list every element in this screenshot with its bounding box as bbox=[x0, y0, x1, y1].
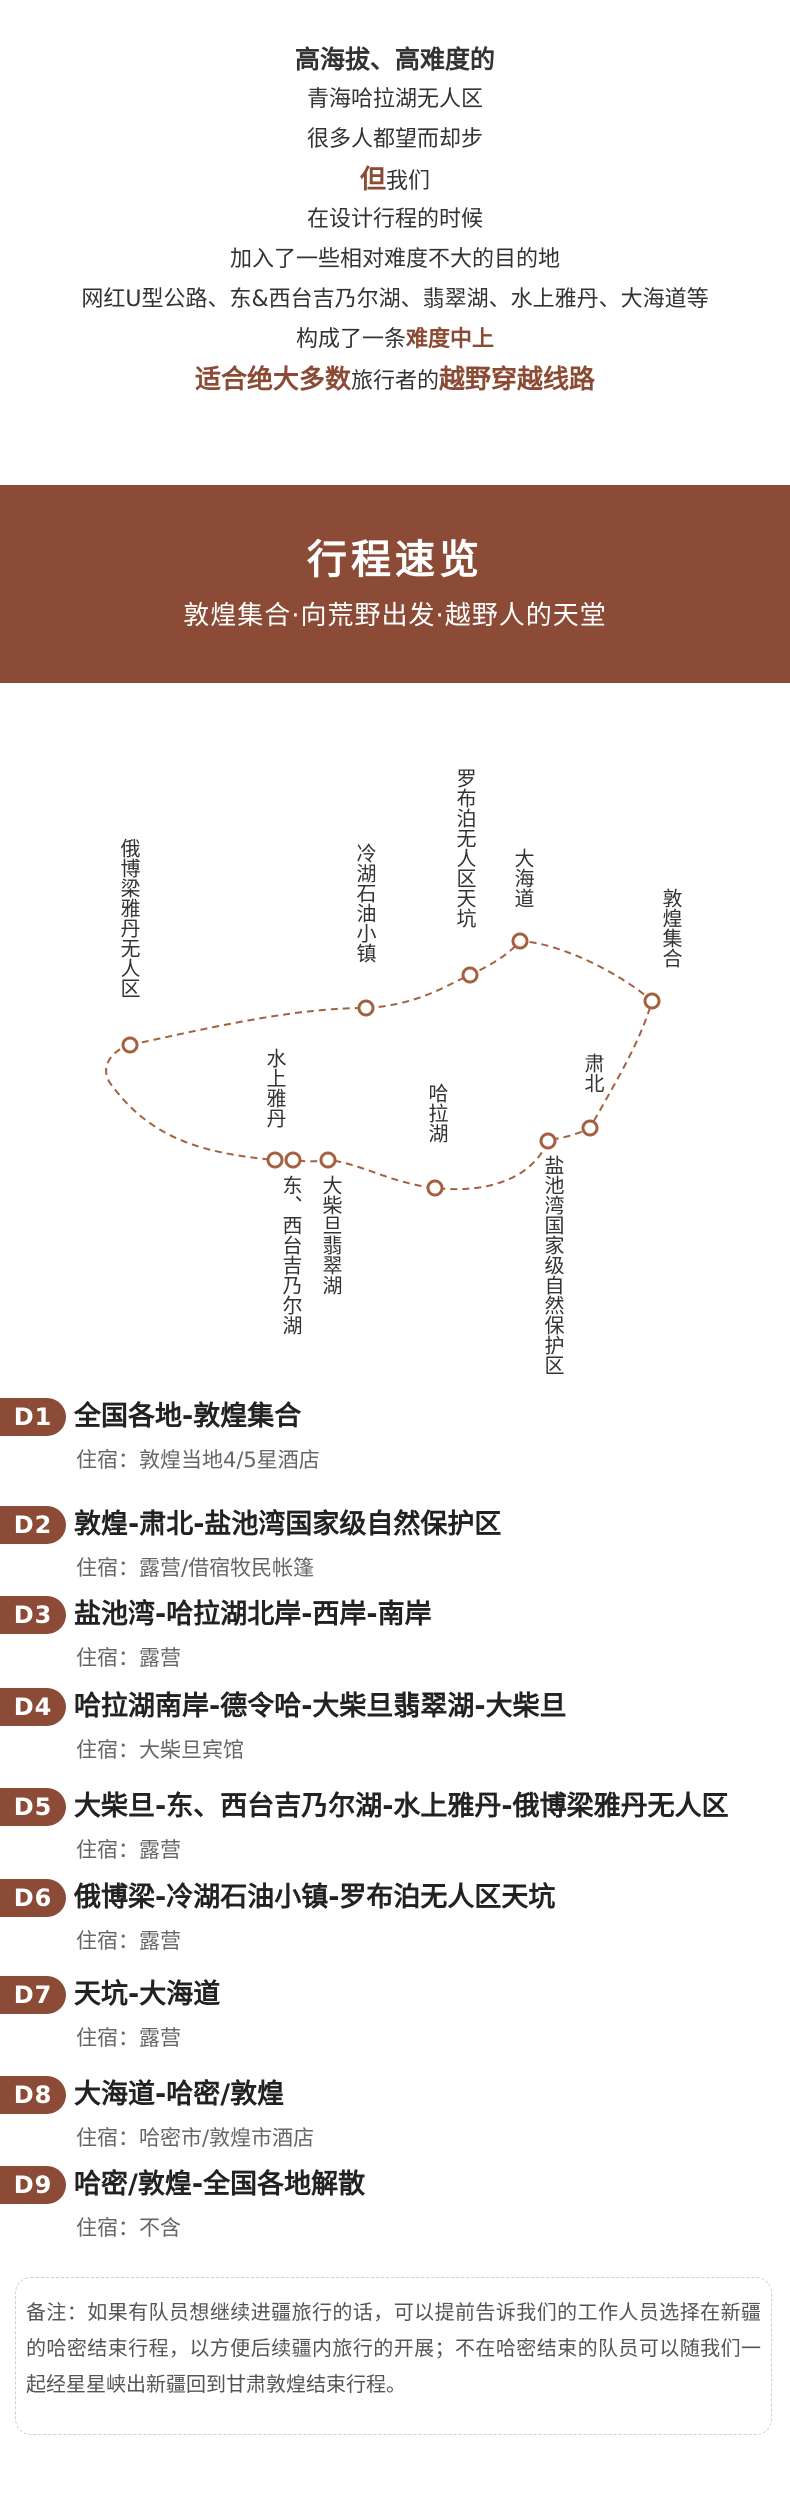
day-item: D6 俄博梁-冷湖石油小镇-罗布泊无人区天坑 住宿：露营 bbox=[0, 1879, 790, 1969]
label-dahaidao: 大海道 bbox=[511, 848, 535, 908]
stop-shuishang bbox=[266, 1151, 284, 1169]
stop-chaidan bbox=[319, 1151, 337, 1169]
label-lenghu: 冷湖石油小镇 bbox=[353, 843, 377, 963]
intro-emphasis: 适合绝大多数 bbox=[194, 365, 351, 395]
day-stay: 住宿：大柴旦宾馆 bbox=[76, 1738, 244, 1762]
day-route: 盐池湾-哈拉湖北岸-西岸-南岸 bbox=[74, 1599, 432, 1630]
day-item: D3 盐池湾-哈拉湖北岸-西岸-南岸 住宿：露营 bbox=[0, 1596, 790, 1686]
day-badge: D5 bbox=[0, 1788, 66, 1826]
intro-text-span: 构成了一条 bbox=[295, 327, 406, 352]
remark-text: 备注：如果有队员想继续进疆旅行的话，可以提前告诉我们的工作人员选择在新疆的哈密结… bbox=[26, 2300, 761, 2396]
day-route: 天坑-大海道 bbox=[74, 1979, 221, 2010]
intro-line: 在设计行程的时候 bbox=[306, 207, 483, 232]
banner-title: 行程速览 bbox=[307, 537, 483, 583]
overview-banner: 行程速览 敦煌集合·向荒野出发·越野人的天堂 bbox=[0, 485, 790, 683]
label-subei: 肃北 bbox=[581, 1053, 605, 1093]
day-badge: D6 bbox=[0, 1879, 66, 1917]
day-badge: D9 bbox=[0, 2166, 66, 2204]
day-item: D7 天坑-大海道 住宿：露营 bbox=[0, 1976, 790, 2066]
day-stay: 住宿：露营/借宿牧民帐篷 bbox=[76, 1556, 315, 1580]
stop-yanchiwan bbox=[539, 1132, 557, 1150]
label-taijinaier: 东、西台吉乃尔湖 bbox=[279, 1175, 303, 1335]
day-item: D8 大海道-哈密/敦煌 住宿：哈密市/敦煌市酒店 bbox=[0, 2076, 790, 2166]
route-map: 俄博梁雅丹无人区 冷湖石油小镇 罗布泊无人区天坑 大海道 敦煌集合 肃北 盐池湾… bbox=[0, 683, 790, 1423]
label-chaidan: 大柴旦翡翠湖 bbox=[319, 1175, 343, 1295]
day-stay: 住宿：不含 bbox=[76, 2216, 181, 2240]
day-stay: 住宿：露营 bbox=[76, 1838, 181, 1862]
day-stay: 住宿：敦煌当地4/5星酒店 bbox=[76, 1448, 320, 1472]
intro-emphasis: 难度中上 bbox=[406, 327, 495, 352]
route-map-svg bbox=[105, 932, 661, 1197]
intro-line: 适合绝大多数旅行者的越野穿越线路 bbox=[0, 360, 790, 400]
intro-line: 但我们 bbox=[0, 160, 790, 200]
stop-hala bbox=[426, 1179, 444, 1197]
label-shuishang: 水上雅丹 bbox=[263, 1048, 287, 1128]
day-route: 全国各地-敦煌集合 bbox=[74, 1401, 302, 1432]
stop-dunhuang bbox=[643, 992, 661, 1010]
intro-line: 构成了一条难度中上 bbox=[0, 320, 790, 360]
intro-emphasis: 但 bbox=[359, 165, 386, 195]
day-item: D5 大柴旦-东、西台吉乃尔湖-水上雅丹-俄博梁雅丹无人区 住宿：露营 bbox=[0, 1788, 790, 1878]
intro-text: 高海拔、高难度的 青海哈拉湖无人区 很多人都望而却步 但我们 在设计行程的时候 … bbox=[0, 40, 790, 400]
label-yanchiwan: 盐池湾国家级自然保护区 bbox=[541, 1155, 565, 1375]
intro-text-span: 旅行者的 bbox=[350, 369, 439, 394]
day-route: 敦煌-肃北-盐池湾国家级自然保护区 bbox=[74, 1509, 502, 1540]
day-stay: 住宿：露营 bbox=[76, 1929, 181, 1953]
route-line bbox=[105, 939, 654, 1191]
stop-eboliang bbox=[121, 1036, 139, 1054]
day-route: 俄博梁-冷湖石油小镇-罗布泊无人区天坑 bbox=[74, 1882, 556, 1913]
day-badge: D3 bbox=[0, 1596, 66, 1634]
remark-box: 备注：如果有队员想继续进疆旅行的话，可以提前告诉我们的工作人员选择在新疆的哈密结… bbox=[15, 2277, 772, 2435]
stop-lop bbox=[461, 966, 479, 984]
day-item: D4 哈拉湖南岸-德令哈-大柴旦翡翠湖-大柴旦 住宿：大柴旦宾馆 bbox=[0, 1688, 790, 1778]
intro-line: 加入了一些相对难度不大的目的地 bbox=[229, 247, 560, 272]
label-dunhuang: 敦煌集合 bbox=[659, 888, 683, 968]
stop-subei bbox=[581, 1119, 599, 1137]
stop-lenghu bbox=[357, 999, 375, 1017]
label-hala: 哈拉湖 bbox=[425, 1083, 449, 1143]
day-item: D9 哈密/敦煌-全国各地解散 住宿：不含 bbox=[0, 2166, 790, 2256]
day-badge: D1 bbox=[0, 1398, 66, 1436]
stop-dahaidao bbox=[511, 932, 529, 950]
day-item: D1 全国各地-敦煌集合 住宿：敦煌当地4/5星酒店 bbox=[0, 1398, 790, 1488]
day-route: 大海道-哈密/敦煌 bbox=[74, 2079, 285, 2110]
day-stay: 住宿：露营 bbox=[76, 1646, 181, 1670]
day-route: 哈密/敦煌-全国各地解散 bbox=[74, 2169, 366, 2200]
day-item: D2 敦煌-肃北-盐池湾国家级自然保护区 住宿：露营/借宿牧民帐篷 bbox=[0, 1506, 790, 1596]
day-route: 大柴旦-东、西台吉乃尔湖-水上雅丹-俄博梁雅丹无人区 bbox=[74, 1791, 729, 1822]
label-lop: 罗布泊无人区天坑 bbox=[453, 768, 477, 928]
intro-emphasis: 越野穿越线路 bbox=[439, 365, 596, 395]
intro-line: 很多人都望而却步 bbox=[306, 127, 483, 152]
day-badge: D2 bbox=[0, 1506, 66, 1544]
day-stay: 住宿：露营 bbox=[76, 2026, 181, 2050]
intro-line: 网红U型公路、东&西台吉乃尔湖、翡翠湖、水上雅丹、大海道等 bbox=[81, 287, 709, 312]
day-badge: D4 bbox=[0, 1688, 66, 1726]
day-badge: D7 bbox=[0, 1976, 66, 2014]
banner-subtitle: 敦煌集合·向荒野出发·越野人的天堂 bbox=[183, 601, 607, 631]
label-eboliang: 俄博梁雅丹无人区 bbox=[117, 838, 141, 998]
intro-text-span: 我们 bbox=[386, 169, 431, 194]
day-badge: D8 bbox=[0, 2076, 66, 2114]
intro-line: 高海拔、高难度的 bbox=[294, 45, 495, 74]
day-stay: 住宿：哈密市/敦煌市酒店 bbox=[76, 2126, 315, 2150]
stop-taijinaier bbox=[284, 1151, 302, 1169]
intro-line: 青海哈拉湖无人区 bbox=[306, 87, 483, 112]
day-route: 哈拉湖南岸-德令哈-大柴旦翡翠湖-大柴旦 bbox=[74, 1691, 567, 1722]
